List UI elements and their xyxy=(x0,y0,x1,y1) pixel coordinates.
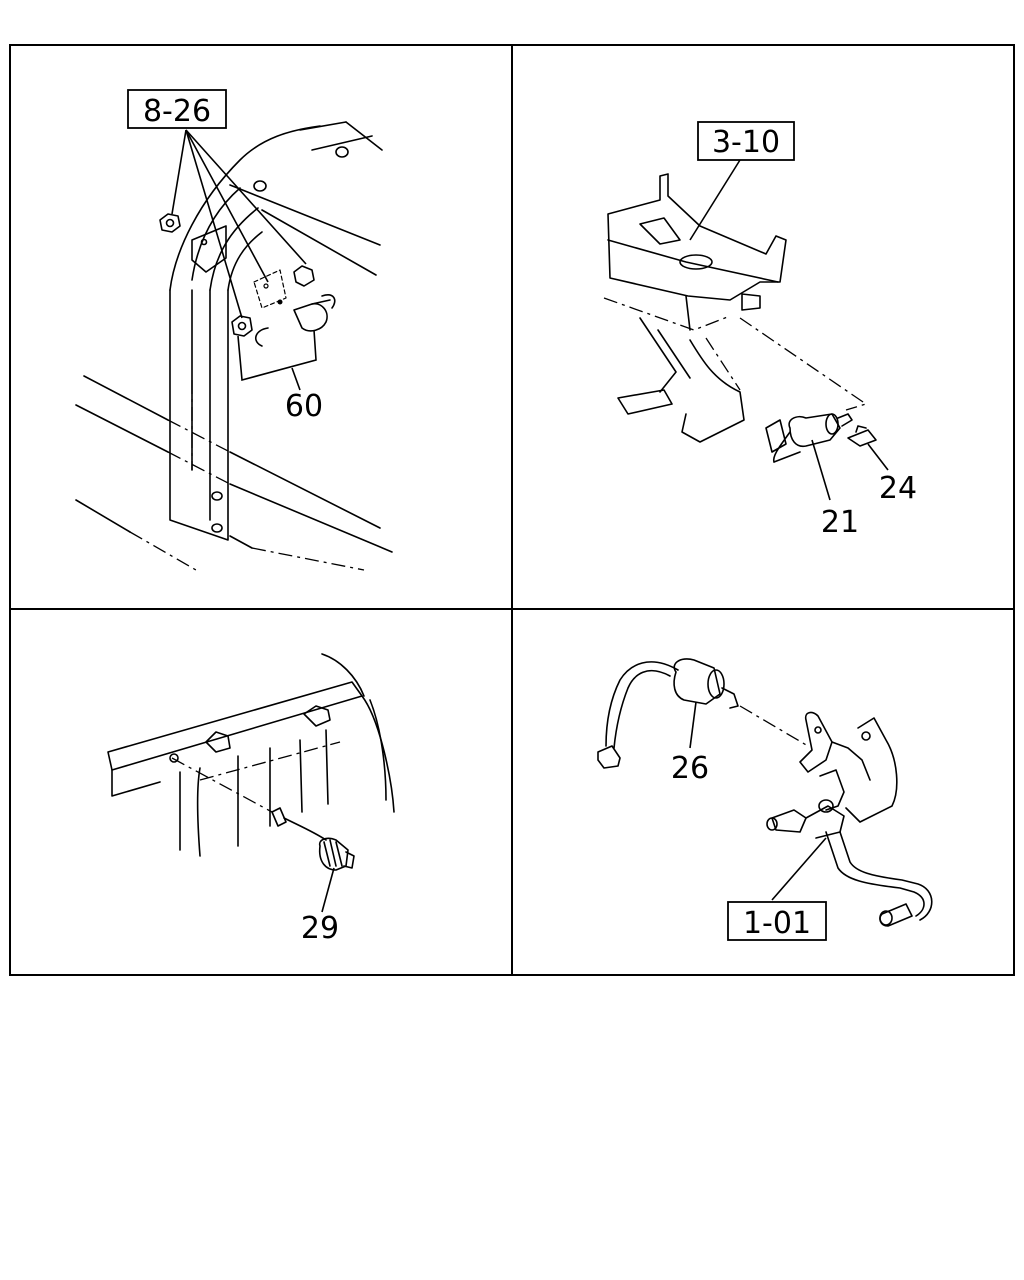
ref-label-3-10: 3-10 xyxy=(712,125,780,160)
part-26-leader xyxy=(689,701,697,749)
ref-3-10-leader xyxy=(689,159,741,241)
panel-top-right: 3-10 24 21 xyxy=(603,121,917,540)
bracket xyxy=(191,146,349,273)
sensor-icon xyxy=(271,807,355,871)
rail-clips xyxy=(205,705,331,753)
switch-assembly-line xyxy=(739,705,809,747)
ref-label-1-01: 1-01 xyxy=(743,906,811,941)
callout-26: 26 xyxy=(671,751,709,786)
panel-bottom-right: 1-01 26 xyxy=(597,658,933,941)
panel-bottom-left: 29 xyxy=(107,653,395,946)
ref-1-01-leader xyxy=(771,837,827,901)
callout-60: 60 xyxy=(285,389,323,424)
part-21-leader xyxy=(811,439,831,501)
panel-grid xyxy=(9,44,1015,976)
part-60-group-line xyxy=(237,329,317,382)
ref-box-8-26 xyxy=(127,89,227,129)
part-24-leader xyxy=(867,443,889,471)
retainer-clip-icon xyxy=(847,425,877,447)
frame-rails xyxy=(75,121,393,571)
callout-29: 29 xyxy=(301,911,339,946)
panel-top-left: 8-26 60 xyxy=(75,89,393,571)
pivot-shaft-icon xyxy=(766,799,845,839)
mount-hole xyxy=(169,753,179,763)
callout-21: 21 xyxy=(821,505,859,540)
ref-box-1-01 xyxy=(727,901,827,941)
nut-icon xyxy=(159,213,181,233)
part-60-leader xyxy=(291,367,301,391)
mount-line xyxy=(171,757,273,813)
clip-plate xyxy=(253,269,287,309)
cab-frame xyxy=(107,653,395,857)
door-switch-icon xyxy=(277,265,336,332)
clutch-bracket xyxy=(799,711,898,823)
brake-pedal xyxy=(617,317,745,443)
pillar xyxy=(169,125,321,541)
ref-label-8-26: 8-26 xyxy=(143,94,211,129)
pedal-bracket xyxy=(603,173,787,331)
nut-lower-icon xyxy=(231,315,253,337)
clutch-pedal-arm xyxy=(825,831,933,927)
part-29-leader xyxy=(321,867,335,913)
clutch-switch-icon xyxy=(597,658,739,769)
stop-lamp-switch-icon xyxy=(765,413,853,463)
assembly-line xyxy=(739,317,868,411)
c-clip-icon xyxy=(255,327,269,347)
callout-24: 24 xyxy=(879,471,917,506)
ref-box-3-10 xyxy=(697,121,795,161)
ref-8-26-leaders xyxy=(171,129,307,319)
